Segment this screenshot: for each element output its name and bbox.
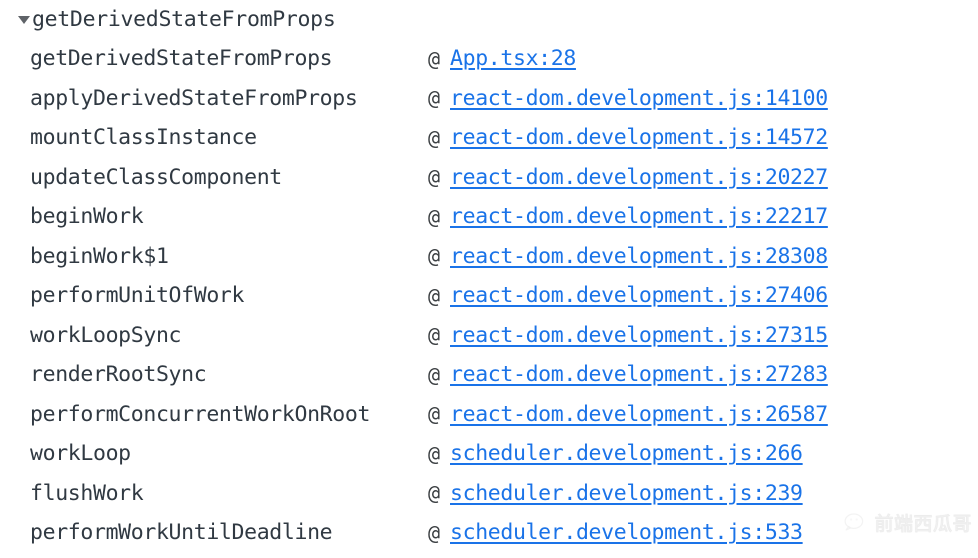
stack-frame-at-separator: @: [428, 204, 441, 229]
stack-frame-function-name: workLoop: [30, 441, 131, 467]
stack-frame-at-separator: @: [428, 520, 441, 545]
stack-frame-row[interactable]: performUnitOfWork @ react-dom.development.…: [0, 276, 978, 316]
stack-frame-at-separator: @: [428, 441, 441, 466]
stack-frame-row[interactable]: workLoop @ scheduler.development.js:266: [0, 434, 978, 474]
stack-frame-function-name: performConcurrentWorkOnRoot: [30, 401, 371, 427]
stack-frame-source-link[interactable]: react-dom.development.js:27315: [450, 322, 828, 348]
stack-trace-group-header[interactable]: getDerivedStateFromProps: [0, 0, 978, 39]
stack-frame-function-name: beginWork: [30, 204, 144, 230]
stack-frame-source-link[interactable]: scheduler.development.js:533: [450, 520, 803, 546]
stack-frame-source-link[interactable]: react-dom.development.js:14100: [450, 85, 828, 111]
stack-frame-row[interactable]: getDerivedStateFromProps @ App.tsx:28: [0, 39, 978, 79]
stack-frame-function-name: renderRootSync: [30, 362, 207, 388]
stack-frame-row[interactable]: beginWork$1 @ react-dom.development.js:283…: [0, 237, 978, 277]
stack-frame-source-link[interactable]: react-dom.development.js:22217: [450, 204, 828, 230]
stack-frame-source-link[interactable]: App.tsx:28: [450, 46, 576, 72]
stack-frame-function-name: mountClassInstance: [30, 125, 257, 151]
stack-frame-function-name: workLoopSync: [30, 322, 182, 348]
stack-frame-at-separator: @: [428, 125, 441, 150]
stack-frame-function-name: getDerivedStateFromProps: [30, 46, 333, 72]
stack-frame-at-separator: @: [428, 362, 441, 387]
stack-frame-function-name: flushWork: [30, 480, 144, 506]
stack-frame-at-separator: @: [428, 481, 441, 506]
stack-frame-row[interactable]: beginWork @ react-dom.development.js:22217: [0, 197, 978, 237]
stack-frame-at-separator: @: [428, 86, 441, 111]
stack-frame-source-link[interactable]: react-dom.development.js:20227: [450, 164, 828, 190]
stack-frame-source-link[interactable]: scheduler.development.js:266: [450, 441, 803, 467]
stack-frame-function-name: beginWork$1: [30, 243, 169, 269]
stack-trace-group-label: getDerivedStateFromProps: [32, 7, 336, 32]
stack-frame-function-name: performWorkUntilDeadline: [30, 520, 333, 546]
stack-frame-at-separator: @: [428, 46, 441, 71]
stack-frame-at-separator: @: [428, 244, 441, 269]
stack-frame-row[interactable]: flushWork @ scheduler.development.js:239: [0, 474, 978, 514]
stack-frame-function-name: performUnitOfWork: [30, 283, 245, 309]
stack-frame-function-name: updateClassComponent: [30, 164, 282, 190]
stack-frame-row[interactable]: performWorkUntilDeadline @ scheduler.devel…: [0, 513, 978, 553]
stack-frame-at-separator: @: [428, 165, 441, 190]
stack-frame-row[interactable]: workLoopSync @ react-dom.development.js:27…: [0, 316, 978, 356]
stack-frame-source-link[interactable]: react-dom.development.js:28308: [450, 243, 828, 269]
stack-frame-source-link[interactable]: scheduler.development.js:239: [450, 480, 803, 506]
stack-frame-source-link[interactable]: react-dom.development.js:27283: [450, 362, 828, 388]
stack-frame-row[interactable]: mountClassInstance @ react-dom.development…: [0, 118, 978, 158]
stack-frame-function-name: applyDerivedStateFromProps: [30, 85, 358, 111]
stack-frame-source-link[interactable]: react-dom.development.js:14572: [450, 125, 828, 151]
stack-frame-at-separator: @: [428, 402, 441, 427]
stack-frame-row[interactable]: updateClassComponent @ react-dom.developme…: [0, 158, 978, 198]
stack-frame-row[interactable]: performConcurrentWorkOnRoot @ react-dom.de…: [0, 395, 978, 435]
stack-frame-row[interactable]: applyDerivedStateFromProps @ react-dom.dev…: [0, 79, 978, 119]
stack-frame-row[interactable]: renderRootSync @ react-dom.development.js:…: [0, 355, 978, 395]
stack-frame-source-link[interactable]: react-dom.development.js:27406: [450, 283, 828, 309]
stack-frame-source-link[interactable]: react-dom.development.js:26587: [450, 401, 828, 427]
stack-frame-list: getDerivedStateFromProps @ App.tsx:28 apply…: [0, 39, 978, 553]
stack-frame-at-separator: @: [428, 323, 441, 348]
stack-frame-at-separator: @: [428, 283, 441, 308]
triangle-down-icon[interactable]: [18, 15, 30, 24]
